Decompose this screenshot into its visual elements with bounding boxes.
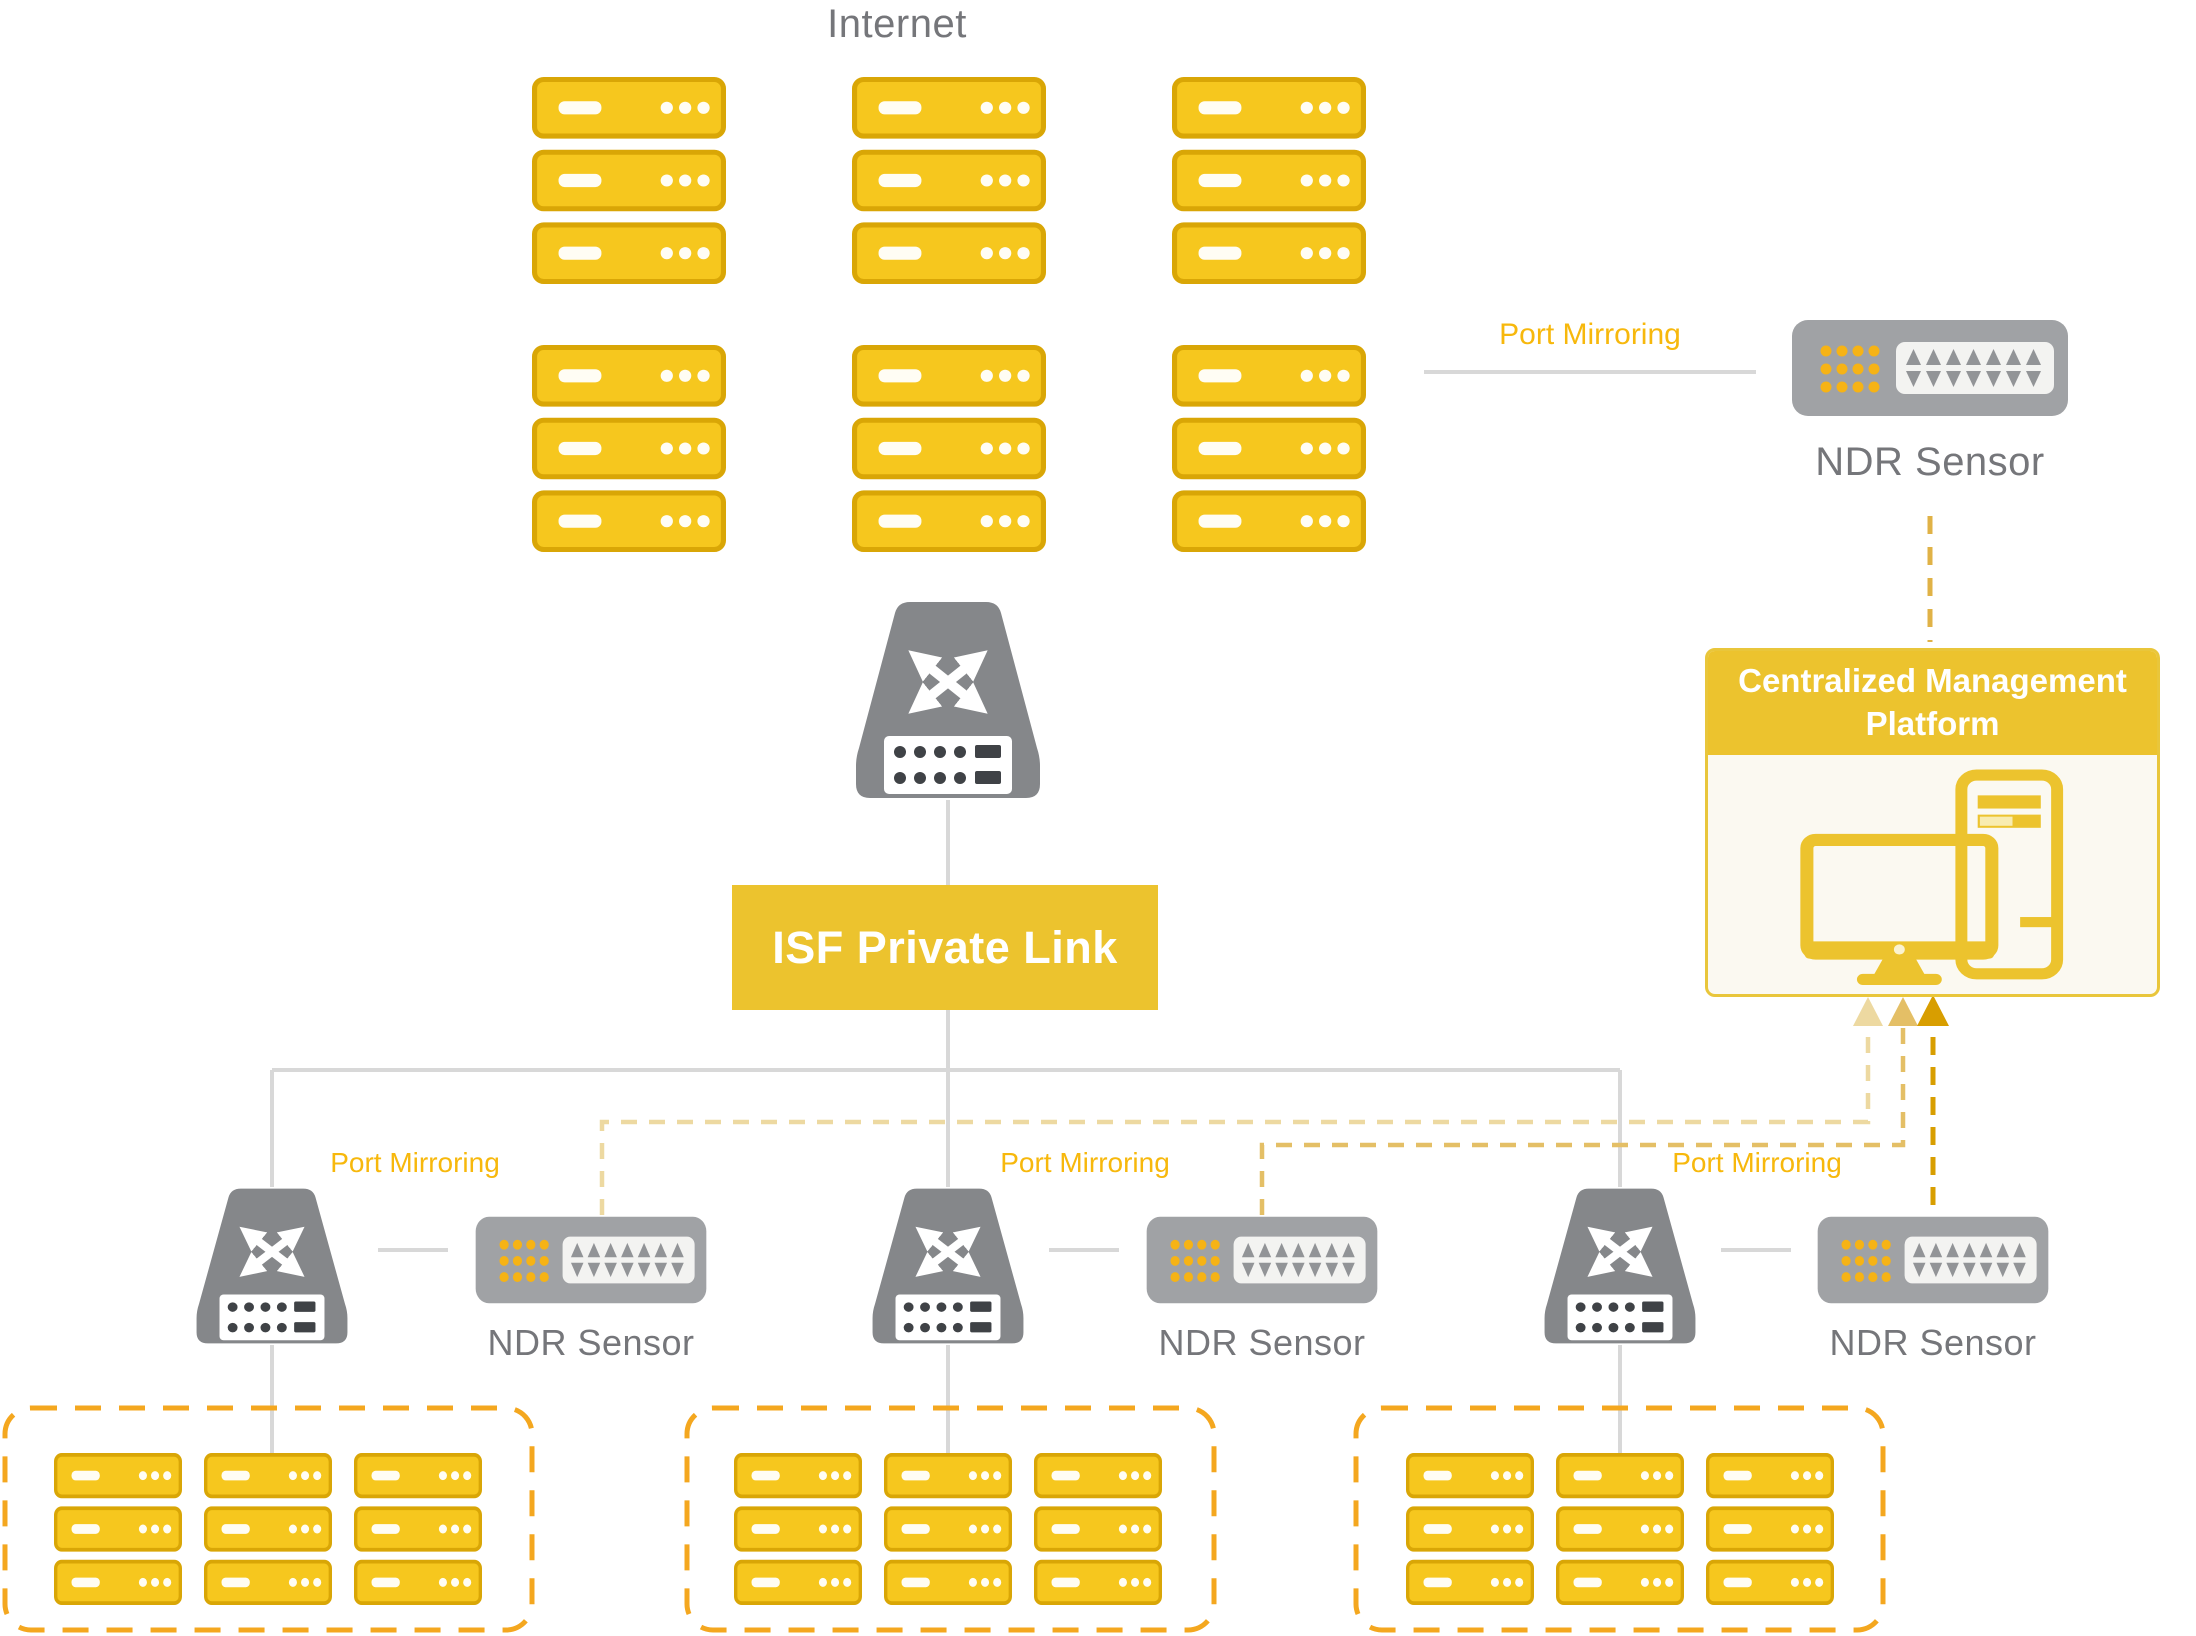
group-server-stack bbox=[1034, 1453, 1162, 1605]
cmp-box: Centralized Management Platform bbox=[1705, 648, 2160, 997]
core-switch-icon bbox=[848, 600, 1048, 800]
group-server-stack bbox=[1706, 1453, 1834, 1605]
server-group-box-2 bbox=[684, 1405, 1217, 1633]
server-group-box-1 bbox=[2, 1405, 535, 1633]
internet-server-stack bbox=[1172, 345, 1366, 552]
ndr-sensor-icon-2 bbox=[1145, 1215, 1379, 1305]
branch-switch-icon-2 bbox=[866, 1187, 1030, 1345]
ndr-sensor-icon-1 bbox=[474, 1215, 708, 1305]
ndr-sensor-icon-3 bbox=[1816, 1215, 2050, 1305]
internet-server-stack bbox=[532, 77, 726, 284]
group-server-stack bbox=[54, 1453, 182, 1605]
port-mirroring-label-3: Port Mirroring bbox=[1672, 1147, 1842, 1178]
flow-sensor-1-to-cmp bbox=[599, 1016, 1871, 1215]
branch-switch-icon-3 bbox=[1538, 1187, 1702, 1345]
flow-arrowhead-3 bbox=[1917, 995, 1949, 1026]
internet-title: Internet bbox=[827, 2, 967, 46]
port-mirroring-label-2: Port Mirroring bbox=[1000, 1147, 1170, 1178]
group-server-stack bbox=[354, 1453, 482, 1605]
server-group-box-3 bbox=[1353, 1405, 1886, 1633]
computer-workstation-icon bbox=[1796, 769, 2068, 987]
branch-switch-icon-1 bbox=[190, 1187, 354, 1345]
ndr-sensor-label-3: NDR Sensor bbox=[1829, 1322, 2037, 1363]
port-mirroring-label-1: Port Mirroring bbox=[330, 1147, 500, 1178]
group-server-stack bbox=[204, 1453, 332, 1605]
cmp-title: Centralized Management Platform bbox=[1708, 651, 2157, 755]
flow-arrowhead-2 bbox=[1888, 997, 1918, 1026]
ndr-sensor-icon-top bbox=[1790, 318, 2070, 418]
cmp-body bbox=[1708, 755, 2157, 997]
port-mirroring-label-top: Port Mirroring bbox=[1499, 318, 1681, 351]
flow-sensor-2-to-cmp bbox=[1259, 1016, 1906, 1215]
group-server-stack bbox=[1406, 1453, 1534, 1605]
flow-arrowhead-1 bbox=[1853, 997, 1883, 1026]
internet-server-stack bbox=[532, 345, 726, 552]
isf-private-link-box: ISF Private Link bbox=[732, 885, 1158, 1010]
ndr-sensor-label-top: NDR Sensor bbox=[1815, 440, 2045, 484]
group-server-stack bbox=[734, 1453, 862, 1605]
internet-server-stack bbox=[1172, 77, 1366, 284]
internet-server-stack bbox=[852, 77, 1046, 284]
internet-server-stack bbox=[852, 345, 1046, 552]
group-server-stack bbox=[1556, 1453, 1684, 1605]
group-server-stack bbox=[884, 1453, 1012, 1605]
ndr-sensor-label-2: NDR Sensor bbox=[1158, 1322, 1366, 1363]
ndr-sensor-label-1: NDR Sensor bbox=[487, 1322, 695, 1363]
